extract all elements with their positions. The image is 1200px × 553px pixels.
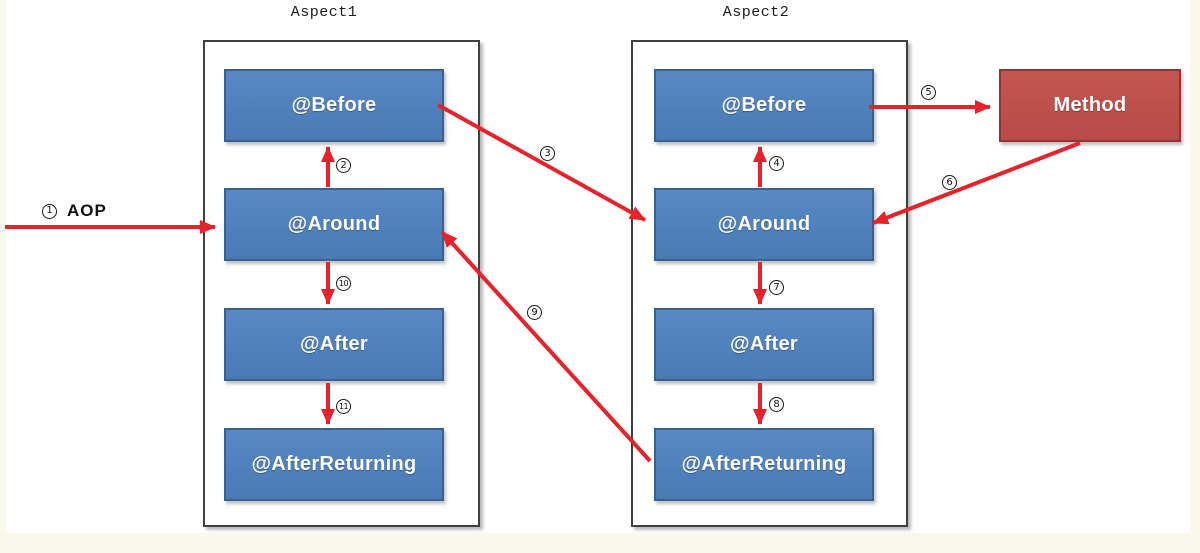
arrow-8-number: 8 bbox=[769, 397, 784, 412]
aspect2-around-box: @Around bbox=[654, 188, 874, 261]
method-box: Method bbox=[999, 69, 1181, 142]
entry-text: AOP bbox=[67, 201, 107, 220]
aspect2-title: Aspect2 bbox=[722, 4, 790, 21]
aspect1-title: Aspect1 bbox=[290, 4, 358, 21]
arrow-10-number: 10 bbox=[336, 276, 351, 291]
aspect1-before-box: @Before bbox=[224, 69, 444, 142]
arrow-3-number: 3 bbox=[540, 146, 555, 161]
arrow-6-number: 6 bbox=[942, 175, 957, 190]
arrow-7-number: 7 bbox=[769, 280, 784, 295]
entry-label: 1 AOP bbox=[42, 201, 107, 221]
aspect1-after-box: @After bbox=[224, 308, 444, 381]
aspect2-after-box: @After bbox=[654, 308, 874, 381]
arrow-5-number: 5 bbox=[921, 85, 936, 100]
arrow-2-number: 2 bbox=[336, 158, 351, 173]
arrow-1-number: 1 bbox=[42, 203, 57, 219]
aspect1-around-box: @Around bbox=[224, 188, 444, 261]
diagram-canvas: Aspect1 Aspect2 @Before @Around @After @… bbox=[6, 0, 1190, 533]
aspect2-afterreturning-box: @AfterReturning bbox=[654, 428, 874, 501]
arrow-9-number: 9 bbox=[527, 305, 542, 320]
arrow-11-number: 11 bbox=[336, 399, 351, 414]
aspect1-afterreturning-box: @AfterReturning bbox=[224, 428, 444, 501]
arrow-4-number: 4 bbox=[769, 156, 784, 171]
aspect2-before-box: @Before bbox=[654, 69, 874, 142]
